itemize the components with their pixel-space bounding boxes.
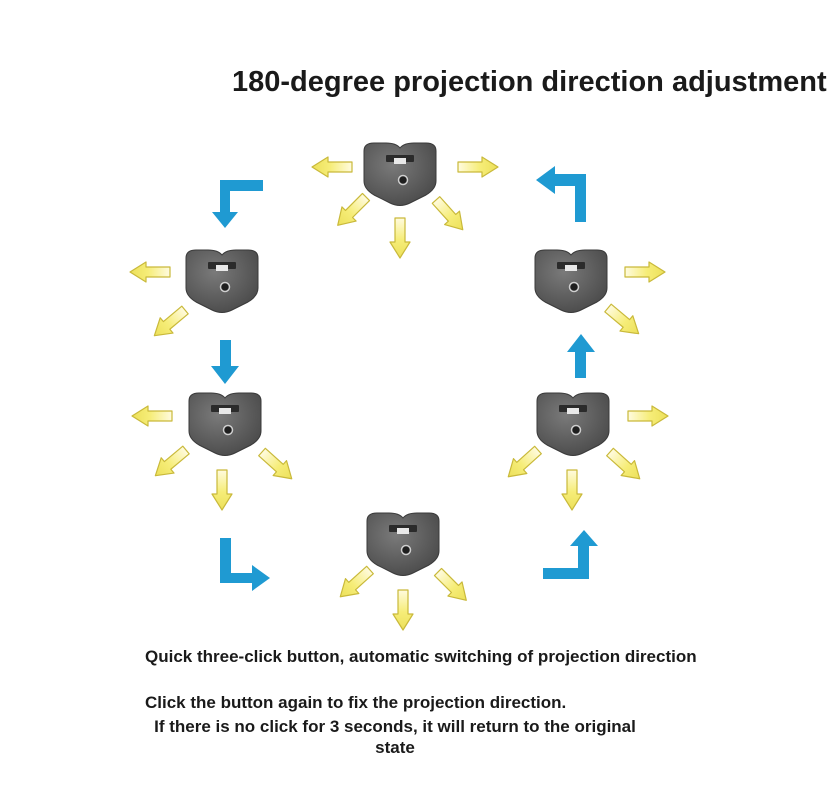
projection-arrow-icon (627, 405, 669, 427)
instruction-line-3: If there is no click for 3 seconds, it w… (154, 717, 636, 757)
device-upper-right (534, 249, 608, 314)
projection-arrow-icon (330, 189, 374, 233)
cycle-arrow-icon (220, 538, 270, 591)
projection-arrow-icon (602, 443, 648, 487)
projection-arrow-icon (147, 301, 193, 344)
projection-arrow-icon (500, 441, 546, 485)
projection-arrow-icon (129, 261, 171, 283)
projection-cycle-diagram (129, 142, 669, 631)
cycle-arrow-icon (212, 180, 263, 228)
cycle-arrow-icon (567, 334, 595, 378)
projection-arrow-icon (392, 589, 414, 631)
device-top (363, 142, 437, 207)
projection-arrow-icon (427, 192, 471, 238)
device-bottom (366, 512, 440, 577)
projection-arrow-icon (389, 217, 411, 259)
projection-arrow-icon (332, 561, 378, 605)
page-title: 180-degree projection direction adjustme… (232, 66, 827, 98)
projection-arrow-icon (311, 156, 353, 178)
cycle-arrow-icon (543, 530, 598, 579)
projection-arrow-icon (561, 469, 583, 511)
cycle-arrow-icon (536, 166, 586, 222)
projection-arrow-icon (600, 299, 646, 342)
projection-arrow-icon (211, 469, 233, 511)
projection-arrow-icon (457, 156, 499, 178)
instruction-line-1: Quick three-click button, automatic swit… (145, 647, 697, 666)
cycle-arrow-icon (211, 340, 239, 384)
device-lower-left (188, 392, 262, 457)
projection-arrow-icon (131, 405, 173, 427)
projection-arrow-icon (148, 441, 194, 484)
instruction-line-2: Click the button again to fix the projec… (145, 693, 567, 712)
projection-arrow-icon (624, 261, 666, 283)
projection-arrow-icon (430, 564, 474, 608)
device-upper-left (185, 249, 259, 314)
device-lower-right (536, 392, 610, 457)
projection-arrow-icon (254, 443, 300, 487)
